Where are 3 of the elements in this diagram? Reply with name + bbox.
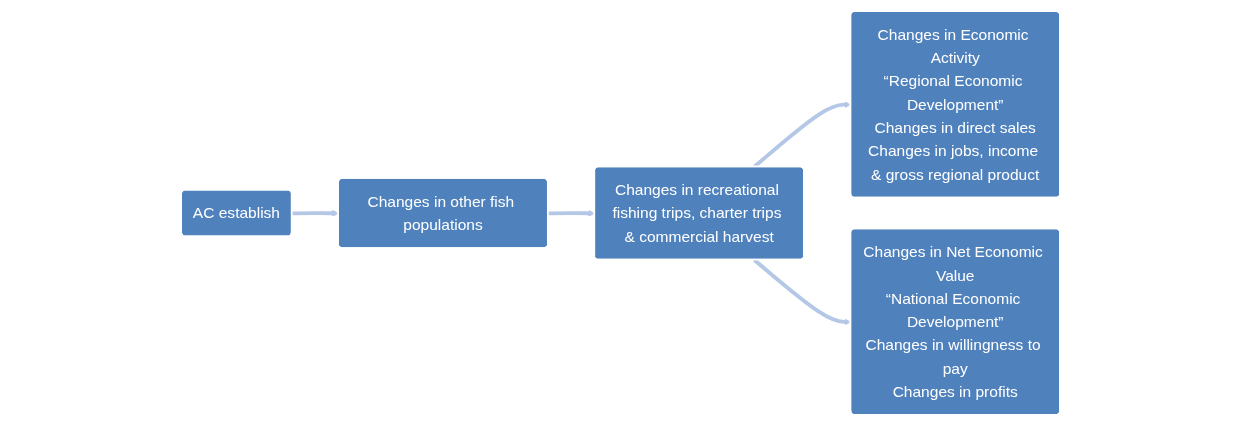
arrow: [291, 209, 339, 217]
arrow: [753, 258, 851, 326]
arrow: [548, 209, 595, 217]
